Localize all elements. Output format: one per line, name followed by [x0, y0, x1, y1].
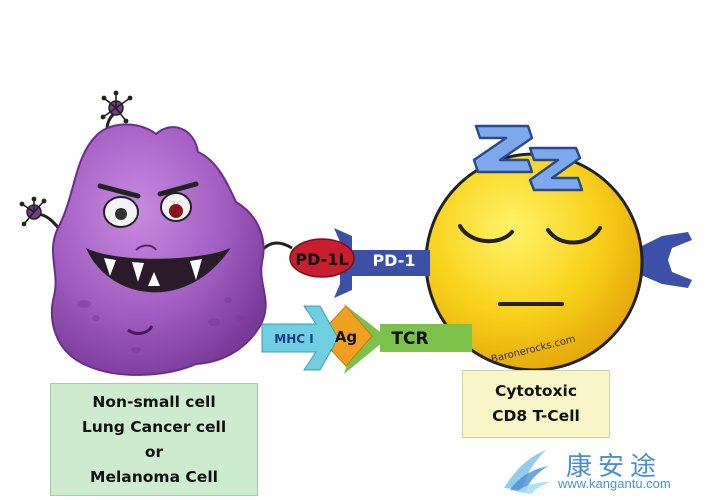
cancer-antenna-left: [19, 196, 64, 233]
cancer-label-line: Melanoma Cell: [90, 467, 218, 486]
ag-label: Ag: [335, 328, 357, 346]
cancer-antenna-top: [100, 90, 133, 141]
cancer-cell-body: [50, 123, 267, 376]
cancer-arm: [260, 241, 293, 252]
cancer-label-line: or: [144, 442, 164, 461]
watermark-chinese: 康安途: [566, 452, 663, 482]
tcr-label: TCR: [391, 329, 428, 349]
cancer-cell-label-box: Non-small cell Lung Cancer cell or Melan…: [50, 383, 258, 496]
watermark-logo-icon: [504, 450, 550, 494]
pd1-label: PD-1: [372, 251, 415, 270]
cancer-mouth: [85, 247, 231, 293]
tcell-receptor-right: [634, 232, 692, 288]
cancer-spots: [77, 297, 245, 353]
watermark-url: www.kangantu.com: [558, 476, 671, 491]
mhc-label: MHC I: [274, 332, 313, 346]
tcr-bar: [380, 324, 472, 352]
pd1-receptor: [334, 228, 430, 298]
mhc-receptor: [261, 305, 339, 371]
cancer-label-line: Lung Cancer cell: [81, 417, 227, 436]
tcell-label-line: CD8 T-Cell: [492, 407, 580, 425]
watermark: 康安途 www.kangantu.com: [500, 444, 700, 496]
cancer-face: [85, 181, 231, 335]
tcell-label-box: Cytotoxic CD8 T-Cell: [462, 370, 610, 438]
tcell-label-line: Cytotoxic: [494, 382, 578, 400]
antigen: [317, 305, 373, 367]
cancer-label-line: Non-small cell: [92, 392, 216, 411]
pd1l-ligand: [289, 238, 355, 278]
zzz-icon: [472, 124, 584, 192]
tcell-face: [458, 224, 602, 306]
pd1l-label: PD-1L: [295, 250, 348, 269]
